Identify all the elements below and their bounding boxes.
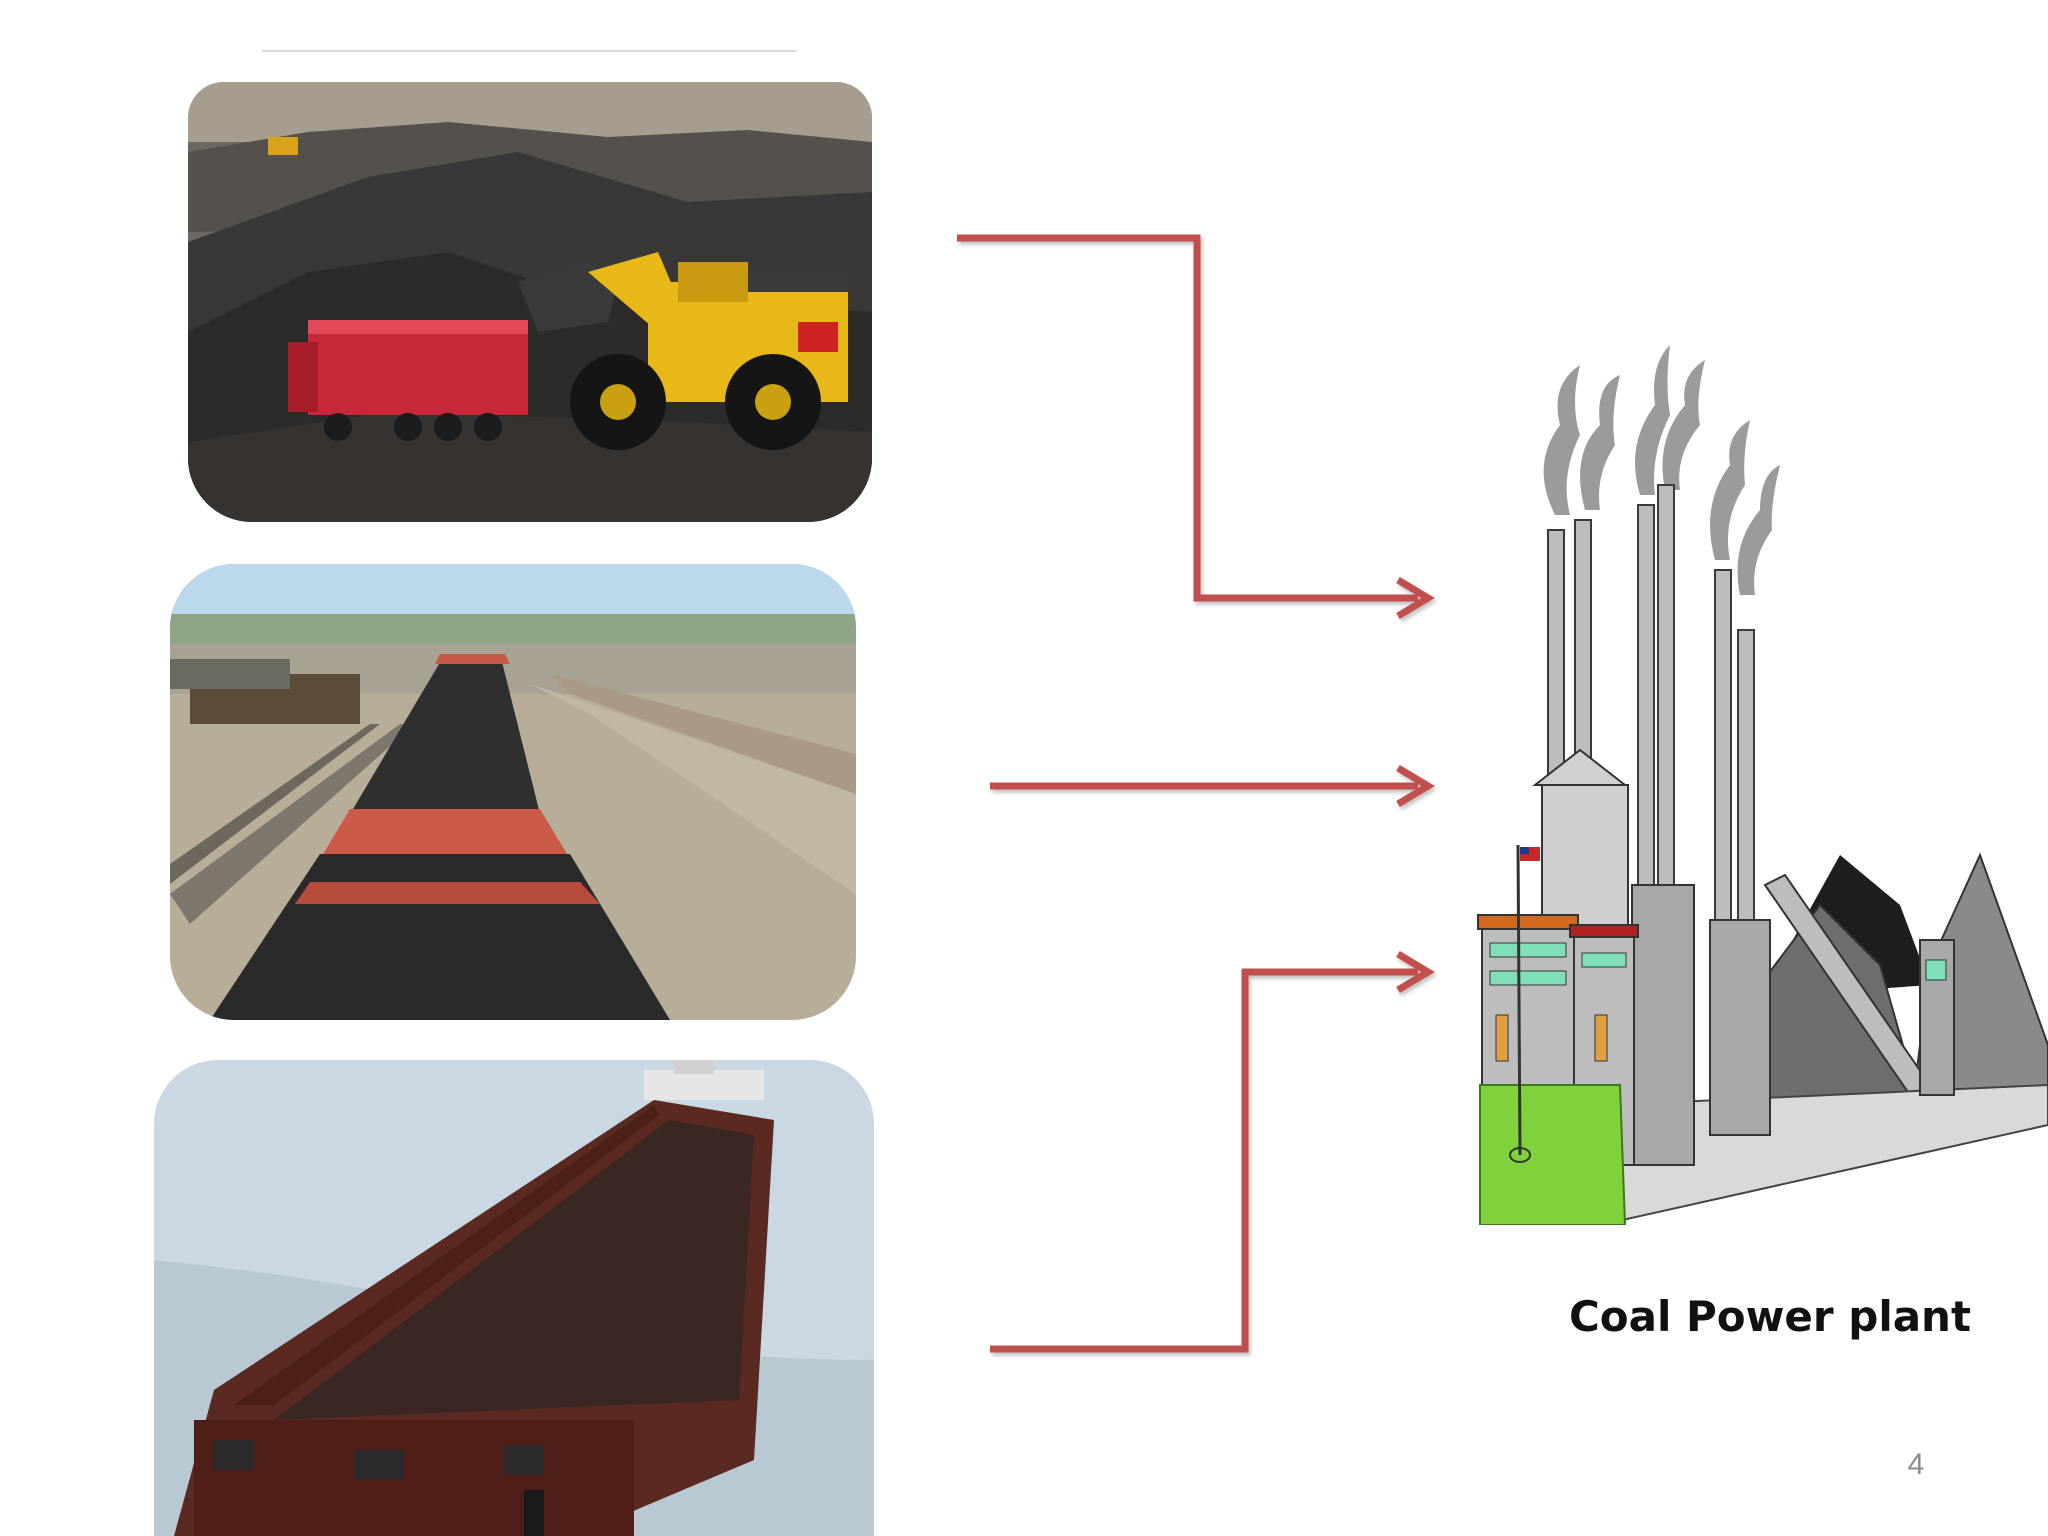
arrow-from-mine xyxy=(957,234,1418,602)
arrow-head-barge xyxy=(1396,950,1435,994)
power-plant-caption: Coal Power plant xyxy=(1568,1292,1972,1341)
coal-railway-wagon-photo xyxy=(170,564,856,1020)
arrow-head-mine xyxy=(1396,576,1435,620)
divider-line xyxy=(262,50,797,52)
page-number: 4 xyxy=(1907,1448,1925,1481)
arrow-from-barge xyxy=(990,968,1418,1353)
mining-truck-loading-photo xyxy=(188,82,872,522)
coal-barge-photo xyxy=(154,1060,874,1536)
coal-power-plant-illustration xyxy=(1460,345,2048,1227)
arrow-head-train xyxy=(1396,764,1435,808)
